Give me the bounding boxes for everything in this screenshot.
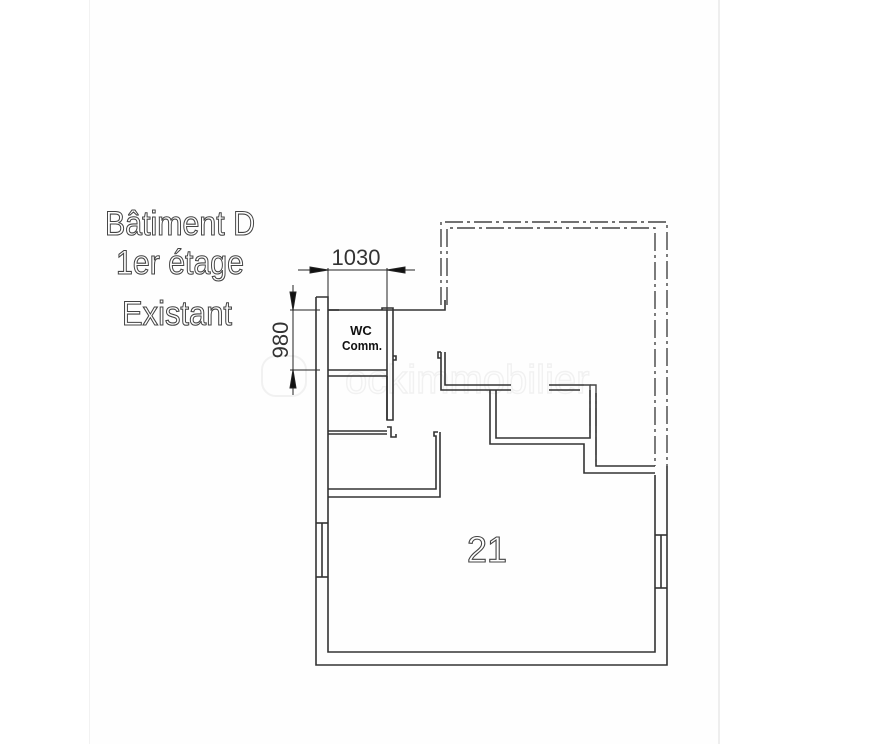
watermark-text: ockimmobilier — [345, 358, 590, 402]
watermark: ockimmobilier — [261, 355, 590, 403]
balcony-outline — [440, 221, 668, 466]
plan-sheet — [89, 0, 720, 744]
room-wc-sublabel: Comm. — [342, 338, 382, 353]
walls — [315, 296, 668, 666]
title-building: Bâtiment D — [105, 205, 255, 243]
title-floor: 1er étage — [116, 244, 244, 282]
plan-title: Bâtiment D 1er étage Existant — [104, 204, 255, 333]
title-status: Existant — [122, 295, 232, 333]
room-wc-label: WC — [350, 323, 372, 338]
dimension-height — [289, 285, 320, 395]
room-number: 21 — [467, 529, 507, 570]
dimension-width-label: 1030 — [332, 245, 381, 270]
dimension-height-label: 980 — [268, 322, 293, 359]
